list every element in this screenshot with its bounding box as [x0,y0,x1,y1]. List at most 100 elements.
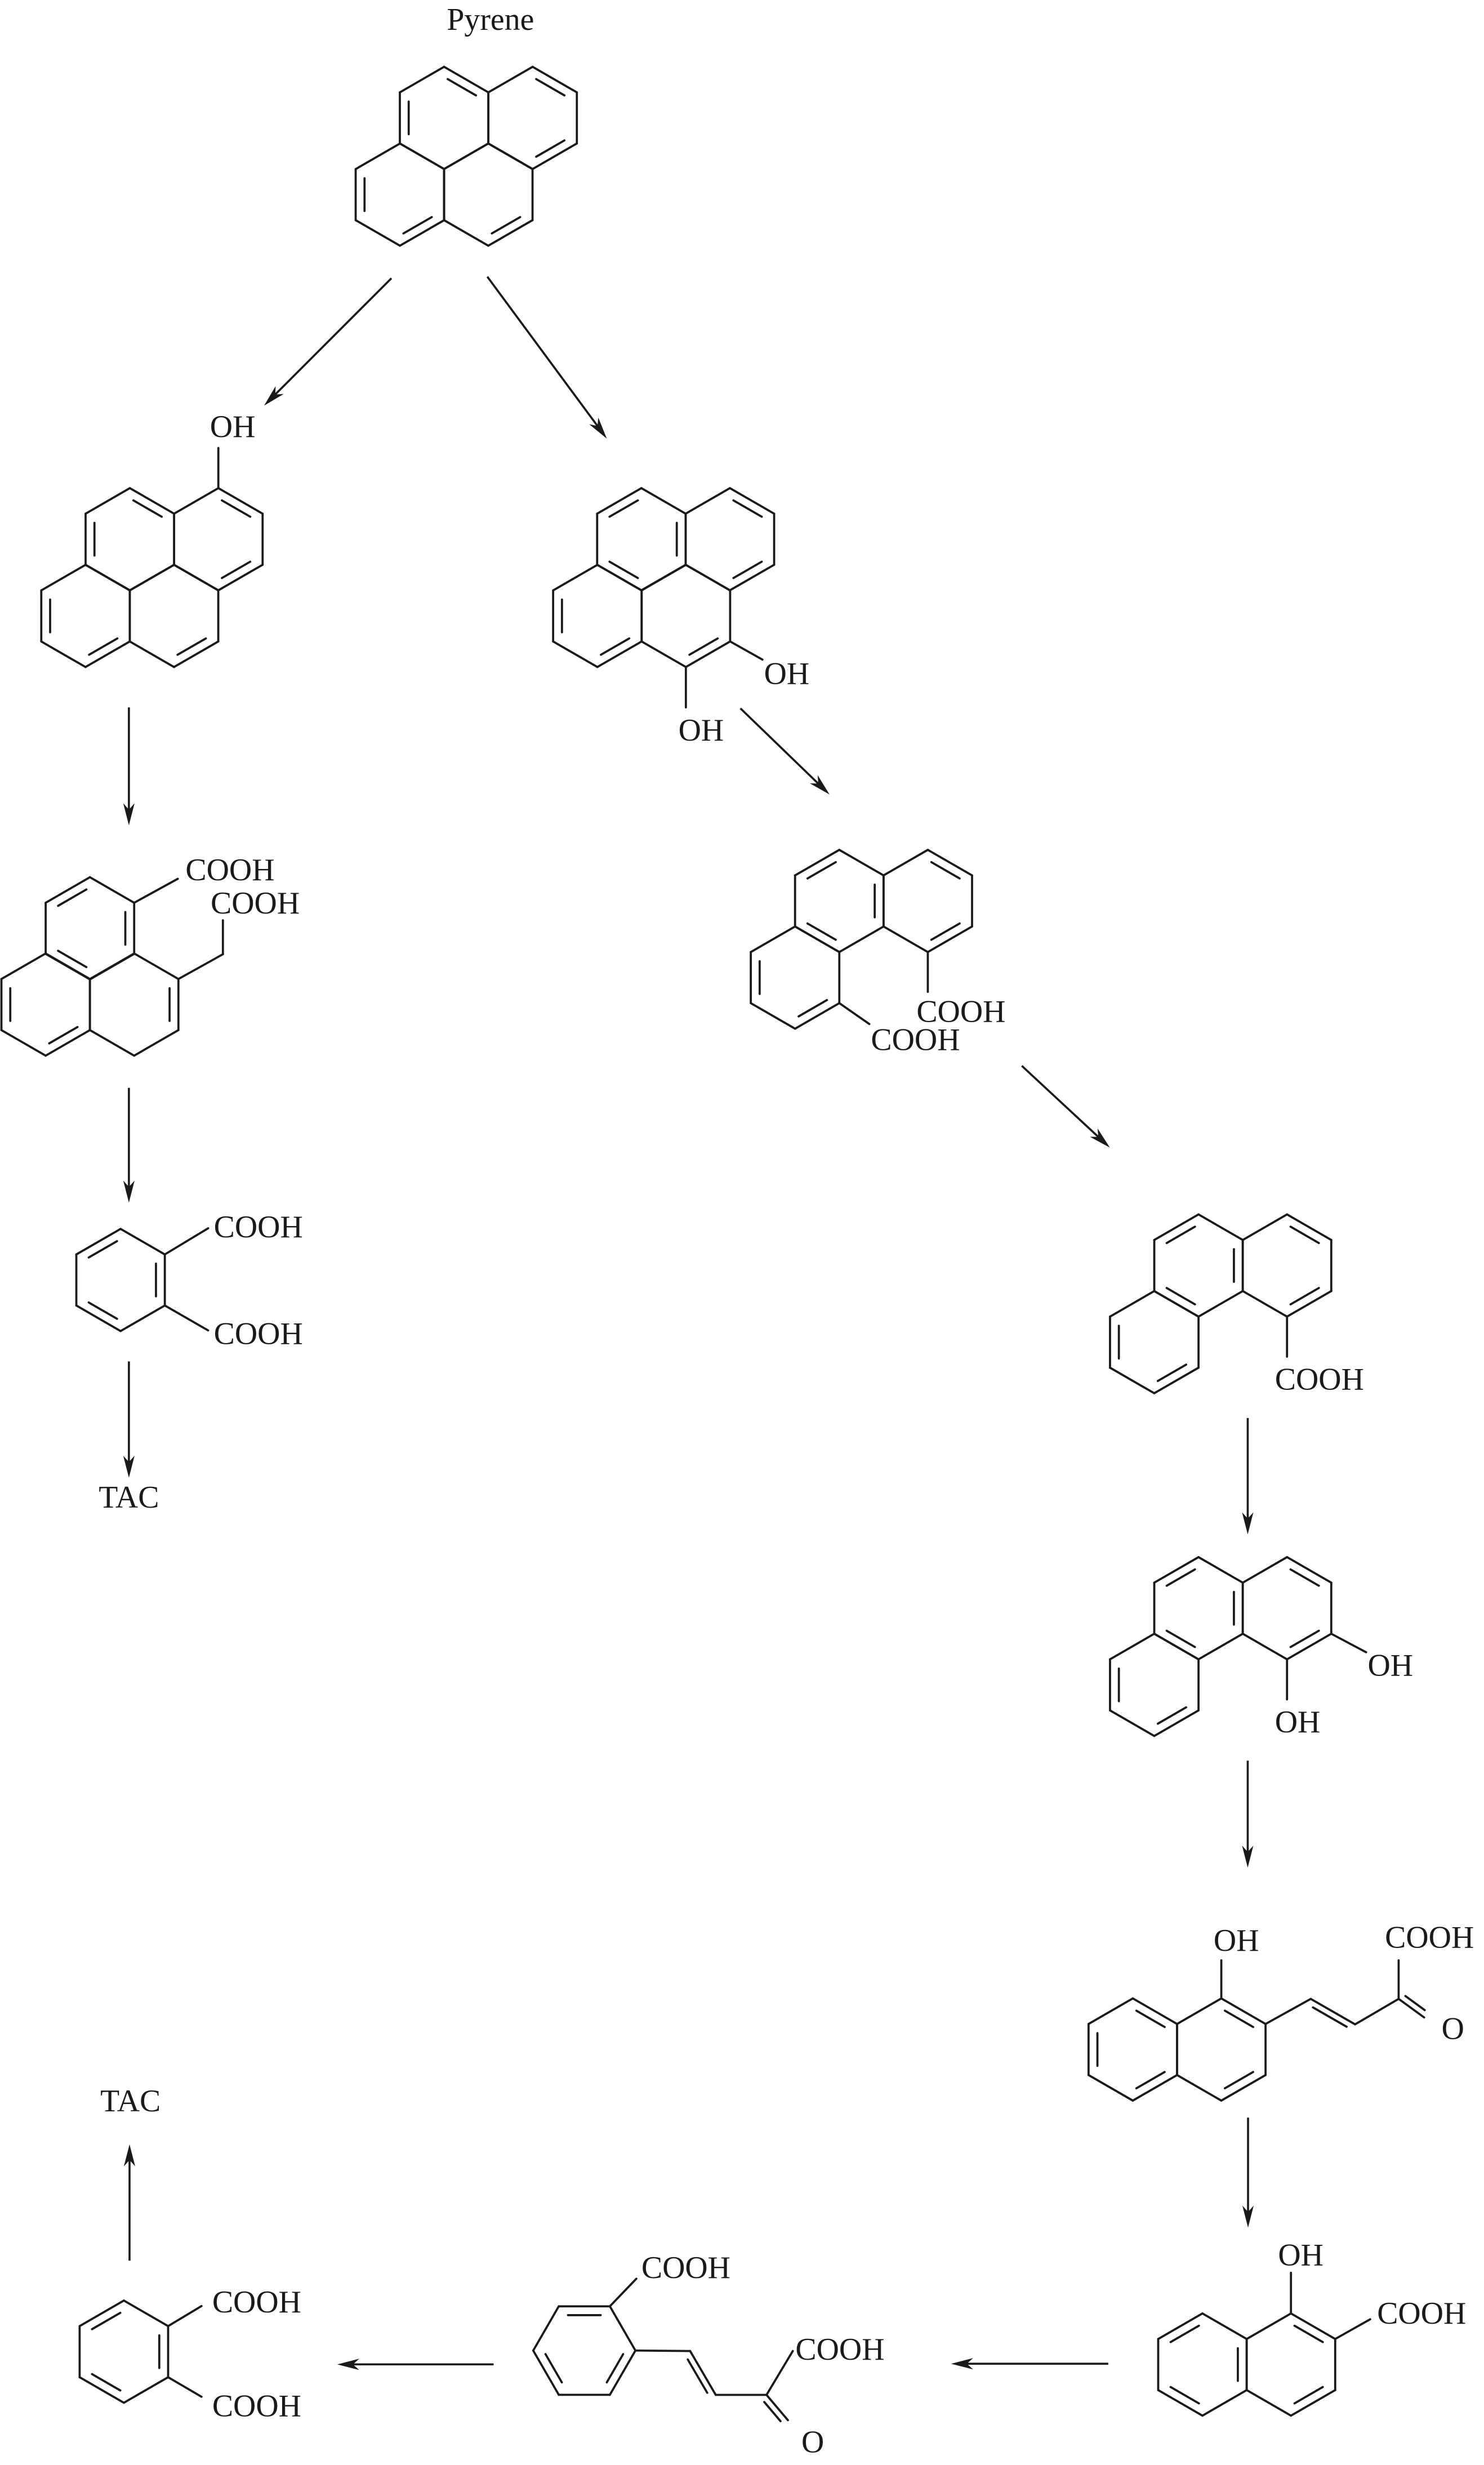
double-bond-inner-line [605,2353,625,2384]
pyrene-diol-structure [552,487,776,709]
naphthol-keto-acid-cooh-label: COOH [1385,1920,1474,1955]
ring-bond [1087,1997,1134,2025]
double-bond-inner-line [48,1026,79,1045]
ring-bond [926,925,973,953]
arrowhead-icon [951,2358,973,2370]
arrow-keto-acid-to-hydroxynaphthoic [1242,2118,1254,2228]
arrow-hydroxypyrene-to-diacid [123,707,135,826]
ring-bond [75,1304,122,1332]
double-bond-inner-line [1289,1568,1320,1587]
ring-bond [1109,1290,1156,1318]
ring-bond [552,564,599,592]
ring-bond [1286,1290,1333,1318]
ring-bond [443,65,489,93]
arrow-pyrene-to-hydroxypyrene [264,277,393,406]
ring-bond [44,1029,91,1057]
ring-bond [1290,2389,1336,2417]
double-bond-inner-line [1156,1706,1187,1725]
double-bond-inner-line [600,637,631,656]
ring-bond [882,925,929,953]
double-bond-inner-line [1165,1225,1196,1245]
ring-bond [532,2349,560,2396]
ring-bond [794,925,841,953]
phenanthrene-diol-oh-bottom-label: OH [1275,1705,1321,1740]
arrowhead-icon [1090,1128,1110,1148]
phenanthrene-acid-structure [1109,1213,1333,1394]
ring-bond [354,219,401,247]
ring-bond [531,142,578,170]
ring-bond [1109,1633,1156,1661]
ring-bond [794,849,841,877]
ring-bond [84,487,131,515]
phthalic-acid-1-structure [75,1227,210,1332]
benzene-keto-acid-o-label: O [801,2425,824,2460]
pyrene-structure [354,65,578,247]
bond [133,877,179,904]
dihydro-diacid-cooh-1-label: COOH [185,853,274,888]
ring-bond [1153,1290,1200,1318]
ring-bond [1157,2389,1204,2417]
benzene-keto-acid-cooh-ring-label: COOH [641,2250,730,2285]
arrowhead-icon [809,775,830,795]
ring-bond [399,142,445,171]
double-bond-inner-line [535,139,566,158]
double-bond-inner-line [132,499,163,518]
double-bond-inner-line [608,560,639,580]
ring-bond [684,487,731,515]
double-bond-second-line [1404,1995,1426,2012]
bond [609,2277,638,2308]
ring-bond [532,2305,560,2352]
arrow-benzene-keto-acid-to-phthalic [337,2359,494,2370]
double-bond-inner-line [930,861,961,880]
double-bond-inner-line [221,560,252,580]
double-bond-inner-line [806,922,837,941]
bond [177,953,224,980]
ring-bond [443,219,489,247]
ring-bond [596,640,643,668]
phenanthrene-diol-oh-right-label: OH [1367,1648,1413,1683]
arrows-layer [123,276,1254,2370]
ring-bond [1241,1213,1289,1241]
benzene-keto-acid-cooh-chain-label: COOH [795,2332,884,2367]
pyrene-diol-oh-right-label: OH [764,656,810,691]
ring-bond [1286,1213,1333,1241]
ring-bond [1241,1633,1289,1661]
bond [163,1304,210,1332]
arrowhead-icon [1242,1512,1254,1535]
bond [1309,1998,1356,2026]
double-bond-inner-line [1293,2386,1324,2405]
double-bond-inner-line [1223,2071,1255,2090]
ring-bond [128,487,176,515]
ring-bond [0,952,47,980]
tac-1-label: TAC [99,1480,159,1515]
naphthol-keto-acid-o-label: O [1442,2012,1464,2047]
ring-bond [882,849,929,877]
pyrene-title: Pyrene [447,2,534,37]
ring-bond [443,142,489,171]
ring-bond [1220,1997,1267,2025]
ring-bond [1220,2074,1267,2102]
ring-bond [1197,1213,1244,1241]
ring-bond [1131,2074,1178,2102]
ring-bond [128,564,175,592]
arrow-shaft [1021,1065,1099,1138]
bond [689,2350,717,2396]
phthalic-acid-2-cooh-top-label: COOH [212,2285,301,2320]
ring-bond [217,487,264,515]
double-bond-inner-line [806,861,837,880]
phthalic-acid-2-structure [78,2299,203,2404]
ring-bond [1153,1366,1200,1394]
bond [765,2350,794,2396]
double-bond-inner-line [1289,1225,1320,1245]
arrow-shaft [739,707,819,784]
double-bond-inner-line [1135,2009,1166,2029]
ring-bond [1153,1709,1200,1737]
arrowhead-icon [123,803,135,826]
ring-bond [1241,1290,1289,1318]
double-bond-inner-line [1289,1629,1320,1648]
ring-bond [640,487,687,515]
ring-bond [552,640,599,668]
ring-bond [173,640,220,668]
ring-bond [609,2349,637,2396]
ring-bond [78,2376,125,2404]
